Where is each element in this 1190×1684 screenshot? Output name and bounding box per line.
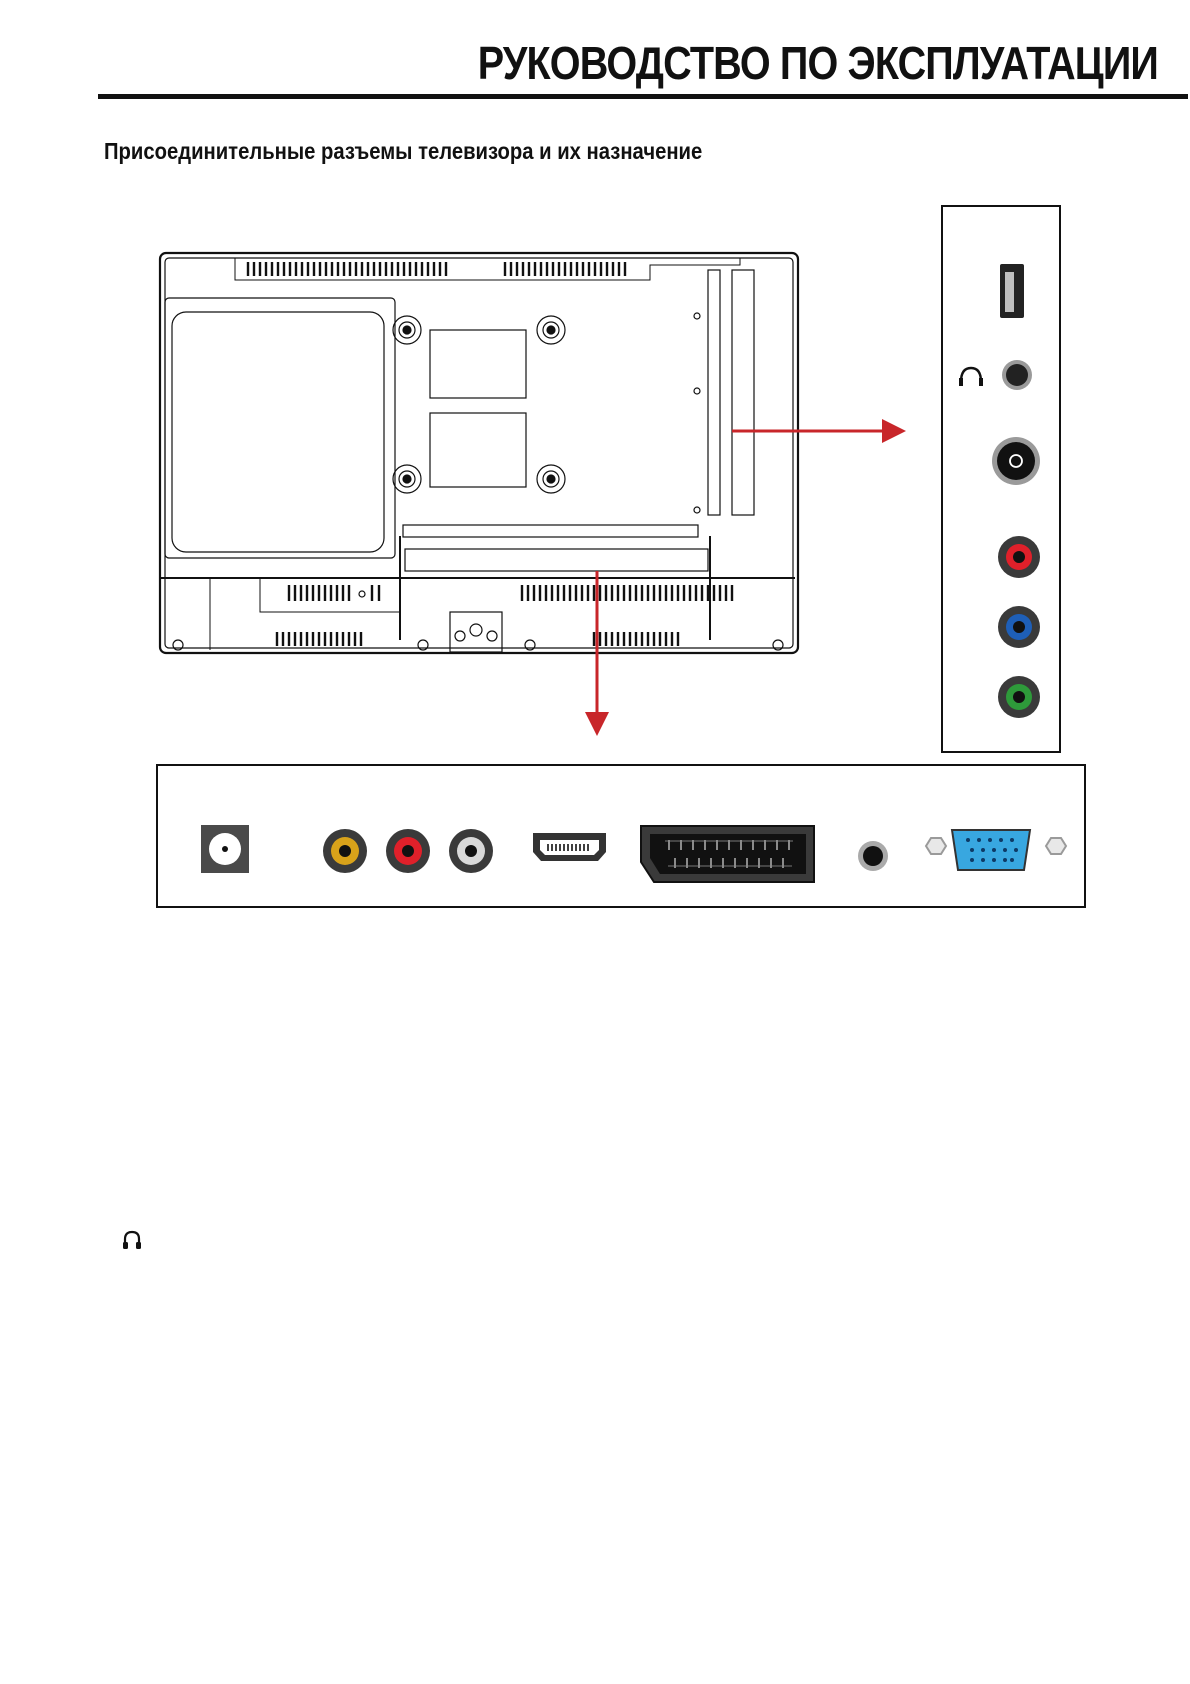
document-header: РУКОВОДСТВО ПО ЭКСПЛУАТАЦИИ [98,30,1188,100]
rca-jack-icon [998,606,1040,648]
audio-jack-icon [858,841,888,871]
vesa-screws [392,315,566,494]
bottom-connector-panel [156,764,1086,908]
tv-vents [246,262,734,646]
header-rule [98,94,1188,99]
rca-jack-icon [323,829,367,873]
document-title: РУКОВОДСТВО ПО ЭКСПЛУАТАЦИИ [477,37,1159,89]
section-title: Присоединительные разъемы телевизора и и… [104,138,703,164]
rca-jack-icon [998,536,1040,578]
side-connector-panel [941,205,1061,753]
hdmi-port-icon [533,833,606,861]
usb-port-icon [1000,264,1024,318]
scart-port-icon [640,825,815,883]
vga-port-icon [924,829,1068,871]
rca-jack-icon [998,676,1040,718]
rca-jack-icon [386,829,430,873]
dc-power-input-icon [201,825,249,873]
headphone-jack-icon [959,360,1032,390]
antenna-input-icon [992,437,1040,485]
rca-jack-icon [449,829,493,873]
headphones-icon [123,1230,141,1249]
tv-rear-panel-icon [158,251,800,655]
